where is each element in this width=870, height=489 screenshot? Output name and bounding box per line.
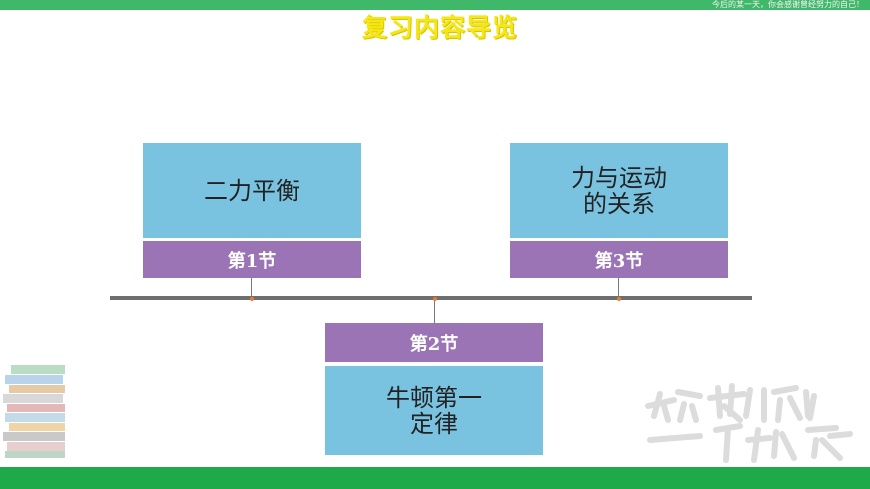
section-1-card[interactable]: 二力平衡	[143, 143, 361, 238]
section-2-title-line-1: 牛顿第一	[386, 383, 482, 412]
timeline-connector-3	[618, 278, 619, 298]
timeline-dot-2	[433, 297, 437, 301]
section-3-title-line-1: 力与运动	[571, 163, 667, 192]
page-title: 复习内容导览	[361, 13, 518, 42]
motto-text: 今后的某一天，你会感谢曾经努力的自己！	[712, 0, 864, 9]
section-3-title-line-2: 的关系	[583, 189, 655, 218]
section-2-title-line-2: 定律	[410, 409, 458, 438]
section-3-card[interactable]: 力与运动 的关系	[510, 143, 728, 238]
books-stack-icon	[3, 365, 65, 458]
section-2-tag[interactable]: 第2节	[325, 323, 543, 362]
top-banner: 今后的某一天，你会感谢曾经努力的自己！	[0, 0, 870, 10]
timeline-connector-2	[434, 298, 435, 323]
section-1-title: 二力平衡	[204, 176, 300, 205]
section-1-tag[interactable]: 第1节	[143, 241, 361, 278]
section-3-tag[interactable]: 第3节	[510, 241, 728, 278]
timeline-dot-3	[617, 297, 621, 301]
bottom-banner	[0, 467, 870, 489]
timeline-axis	[110, 296, 752, 300]
timeline-connector-1	[251, 278, 252, 298]
section-2-card[interactable]: 牛顿第一 定律	[325, 366, 543, 455]
slogan-watermark-icon	[645, 383, 853, 463]
timeline-dot-1	[250, 297, 254, 301]
